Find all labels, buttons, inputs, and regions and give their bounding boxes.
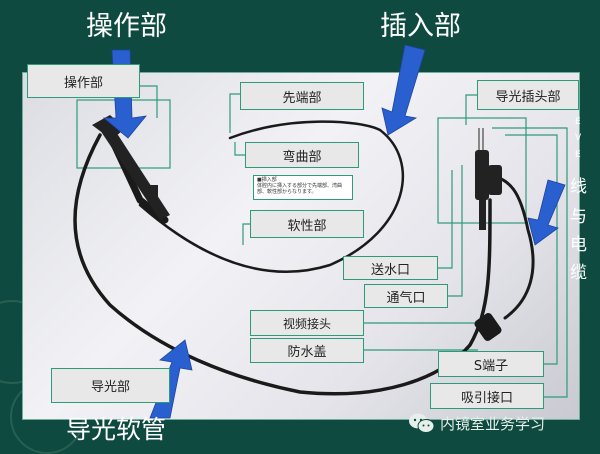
arrow-insertion — [381, 44, 426, 136]
label-flexible: 软性部 — [250, 210, 364, 238]
note-heading: ■挿入部 — [257, 177, 277, 183]
leader-lines — [76, 85, 568, 398]
title-control-section: 操作部 — [86, 11, 167, 42]
label-waterproof-cap: 防水盖 — [250, 338, 364, 363]
title-light-guide-tube: 导光软管 — [66, 415, 167, 444]
label-distal-end: 先端部 — [240, 82, 364, 110]
side-text-e1: E — [575, 117, 581, 127]
label-s-terminal: S端子 — [438, 351, 544, 377]
watermark-text: 内镜室业务学习 — [440, 415, 546, 433]
light-guide-plug — [475, 128, 502, 230]
side-text-and: 与 — [570, 207, 587, 227]
arrow-cable — [527, 179, 566, 246]
note-body: 体腔内に挿入する部分で先端部、湾曲部、軟性部からなります。 — [257, 183, 343, 195]
side-text-v: V — [575, 133, 582, 143]
label-light-guide: 导光部 — [51, 368, 170, 403]
label-bending: 弯曲部 — [245, 142, 359, 168]
label-water-port: 送水口 — [343, 256, 438, 280]
wechat-icon — [408, 412, 436, 434]
side-text-line: 线 — [570, 177, 587, 197]
label-light-guide-plug: 导光插头部 — [477, 80, 579, 110]
label-control: 操作部 — [27, 64, 140, 98]
video-connector — [474, 313, 502, 341]
side-text-e2: E — [575, 150, 581, 160]
side-text-cable: 缆 — [570, 263, 587, 283]
side-text-electric: 电 — [570, 235, 587, 255]
label-video-connector: 视频接头 — [250, 310, 364, 336]
label-air-port: 通气口 — [364, 284, 448, 308]
label-suction-port: 吸引接口 — [430, 383, 544, 409]
note-insertion: ■挿入部 体腔内に挿入する部分で先端部、湾曲部、軟性部からなります。 — [253, 175, 353, 200]
title-insertion-section: 插入部 — [380, 11, 461, 42]
